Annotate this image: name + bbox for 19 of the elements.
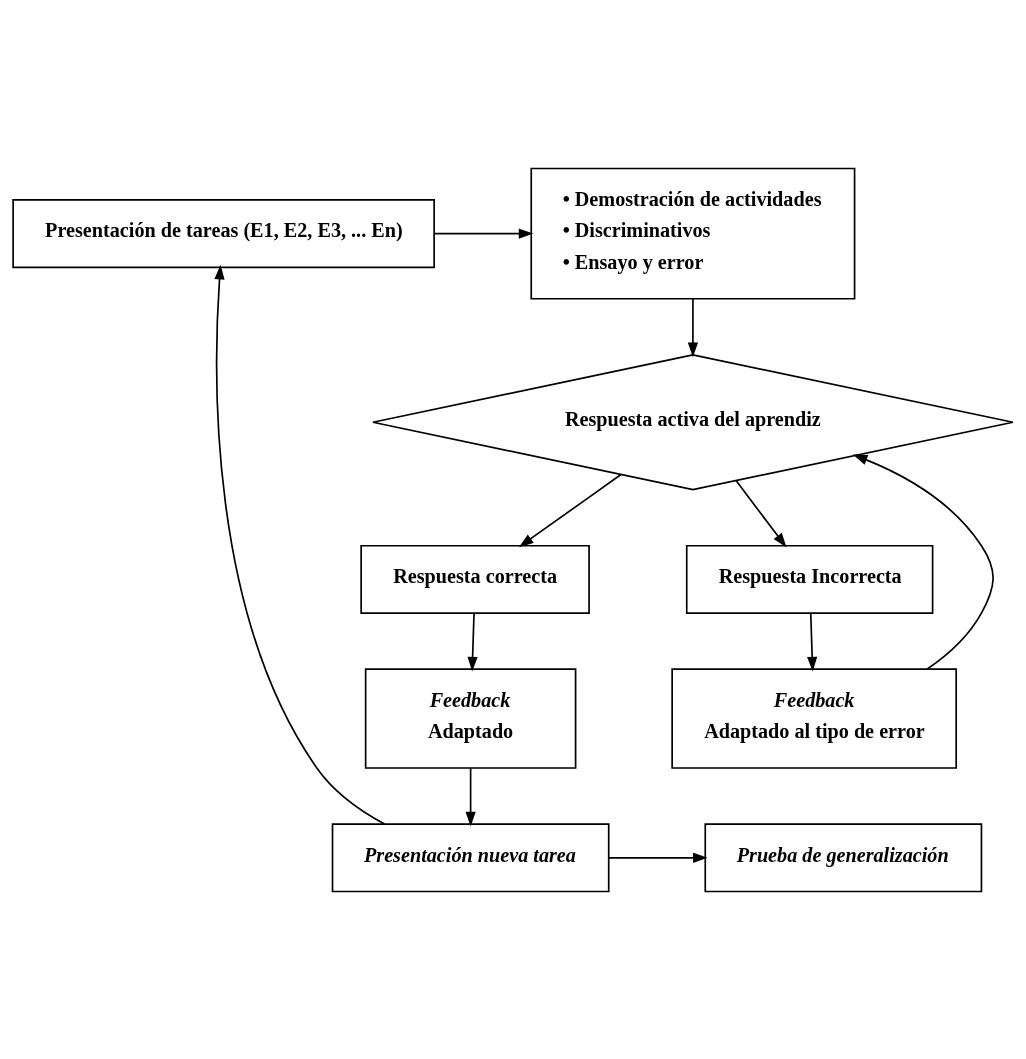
node-box: Respuesta Incorrecta <box>685 544 934 614</box>
arrow <box>518 473 622 547</box>
node-diamond: Respuesta activa del aprendiz <box>372 353 1014 490</box>
arrow <box>465 766 476 826</box>
arrow <box>687 297 699 357</box>
node-box: Feedback Adaptado al tipo de error <box>671 667 958 769</box>
node-box: Presentación de tareas (E1, E2, E3, ... En) <box>12 198 435 268</box>
node-box: Feedback Adaptado <box>364 667 577 769</box>
arrow <box>214 264 386 825</box>
arrow <box>608 852 708 863</box>
arrow <box>735 479 787 548</box>
arrow <box>467 612 478 671</box>
node-box: Respuesta correcta <box>360 544 590 614</box>
arrow <box>807 612 818 671</box>
arrow <box>433 228 534 239</box>
arrow <box>852 454 994 670</box>
node-box: Prueba de generalización <box>704 822 983 892</box>
node-box: • Demostración de actividades • Discriminativos • Ensayo y error <box>530 167 856 300</box>
node-box: Presentación nueva tarea <box>331 822 610 892</box>
